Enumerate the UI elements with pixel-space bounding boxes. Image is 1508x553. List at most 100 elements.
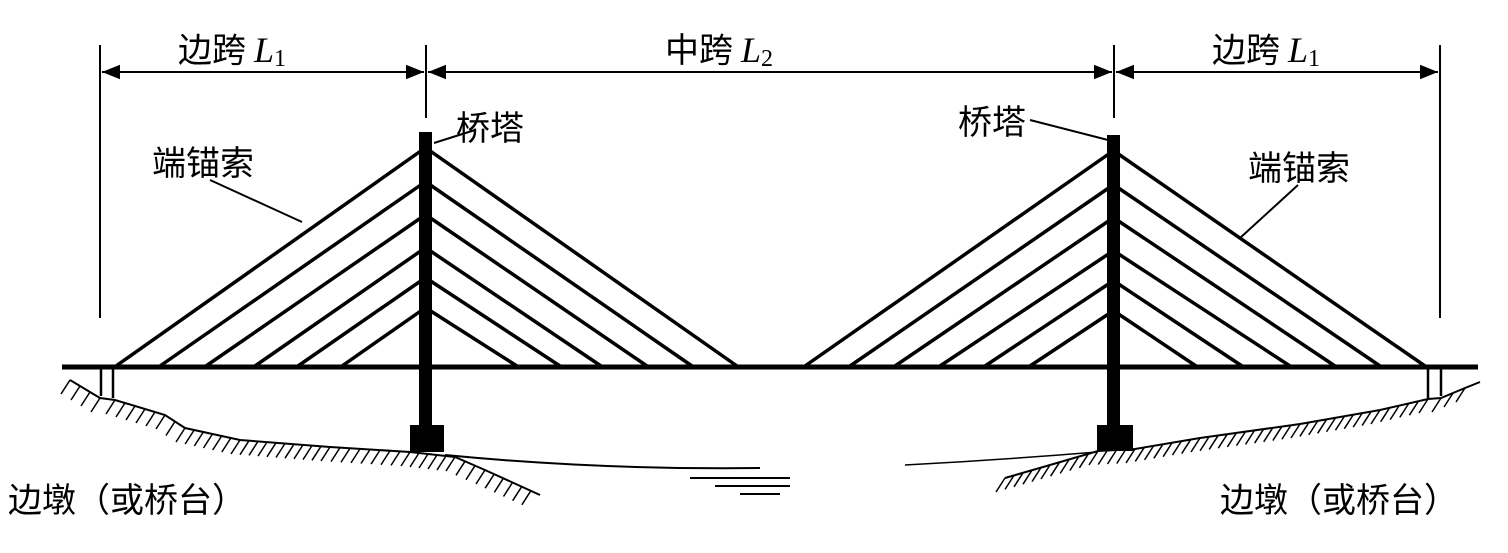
tower-right <box>1097 135 1133 451</box>
anchor-cable-right-label: 端锚索 <box>1248 149 1350 189</box>
hatch-mark <box>1389 405 1400 421</box>
hatch-mark <box>1181 439 1192 454</box>
hatch-mark <box>1334 415 1346 431</box>
stay-cable <box>1113 279 1243 368</box>
stay-cable <box>297 276 426 368</box>
hatch-mark <box>512 486 523 502</box>
stay-cable <box>984 279 1114 368</box>
hatch-mark <box>1317 418 1328 434</box>
stay-cable <box>849 183 1114 368</box>
hatch-mark <box>1013 472 1024 488</box>
hatch-mark <box>135 408 146 424</box>
hatch-mark <box>155 414 166 430</box>
hatch-mark <box>436 455 447 471</box>
stay-cable <box>1113 183 1381 368</box>
stay-cable <box>803 149 1115 368</box>
hatch-mark <box>1162 442 1173 458</box>
stay-cable <box>205 213 426 368</box>
hatch-mark <box>125 405 136 421</box>
hatch-mark <box>1244 429 1256 445</box>
hatch-mark <box>1143 445 1155 461</box>
hatch-mark <box>1352 412 1363 428</box>
hatch-mark <box>1254 428 1265 444</box>
hatch-mark <box>1031 467 1042 483</box>
hatch-mark <box>1399 402 1410 418</box>
stay-cable <box>1113 249 1291 368</box>
hatch-mark <box>1208 435 1219 450</box>
stay-cable <box>425 246 602 368</box>
hatch-mark <box>320 446 331 462</box>
stay-cables <box>114 146 1426 368</box>
hatch-mark <box>465 465 476 481</box>
stay-cable <box>939 249 1114 368</box>
hatch-mark <box>409 452 420 468</box>
stay-cable <box>114 146 427 368</box>
anchor-cable-left-label: 端锚索 <box>152 144 254 184</box>
stay-cable <box>254 246 426 368</box>
abutment-left-label: 边墩（或桥台） <box>8 481 246 521</box>
hatch-mark <box>1134 447 1145 462</box>
hatch-mark <box>275 443 286 458</box>
stay-cable <box>159 180 426 368</box>
stay-cable <box>425 213 648 368</box>
hatch-mark <box>80 391 91 407</box>
dimension-lines <box>99 45 1441 318</box>
stay-cable <box>340 306 427 368</box>
hatch-mark <box>239 440 250 456</box>
hatch-mark <box>1290 423 1301 439</box>
stay-cable <box>425 180 693 368</box>
hatch-mark <box>1078 453 1090 469</box>
hatch-mark <box>1088 450 1099 466</box>
hatch-mark <box>380 450 391 466</box>
hatch-mark <box>1272 426 1283 441</box>
hatch-mark <box>493 477 504 493</box>
hatch-mark <box>418 453 429 469</box>
hatch-mark <box>1190 437 1201 453</box>
hatch-mark <box>1443 392 1454 408</box>
hatch-mark <box>248 440 259 456</box>
stay-cable <box>425 276 561 368</box>
hatch-mark <box>1106 449 1118 465</box>
hatch-mark <box>293 444 304 460</box>
abutment-right-label: 边墩（或桥台） <box>1220 481 1458 521</box>
hatch-mark <box>1059 458 1070 474</box>
hatch-mark <box>1217 433 1228 449</box>
hatch-mark <box>1281 424 1292 440</box>
hatch-mark <box>1040 464 1051 480</box>
hatch-mark <box>1049 461 1061 477</box>
hatch-mark <box>1379 407 1391 423</box>
hatch-mark <box>1308 420 1319 436</box>
hatch-mark <box>521 490 532 506</box>
ground-profile <box>69 379 1481 496</box>
hatch-mark <box>427 454 438 470</box>
hatch-mark <box>1263 427 1274 443</box>
hatch-mark <box>1361 411 1372 426</box>
hatch-mark <box>221 437 232 453</box>
hatch-mark <box>115 402 126 418</box>
hatch-mark <box>60 379 71 395</box>
hatch-mark <box>1153 443 1164 459</box>
hatch-mark <box>1431 397 1442 413</box>
hatch-mark <box>1370 409 1381 425</box>
hatch-mark <box>70 385 81 401</box>
hatch-mark <box>145 411 156 427</box>
hatch-mark <box>390 450 401 466</box>
hatch-mark <box>1069 456 1080 472</box>
ground-hatching <box>60 379 1466 506</box>
abutment-left <box>99 369 115 398</box>
hatch-mark <box>1125 448 1136 464</box>
hatch-mark <box>193 431 204 447</box>
hatch-mark <box>212 435 223 451</box>
hatch-mark <box>475 469 486 485</box>
hatch-mark <box>1116 449 1127 464</box>
stay-cable <box>1113 149 1426 368</box>
hatch-mark <box>1299 422 1310 437</box>
hatch-mark <box>284 443 295 459</box>
tower-left <box>410 132 444 452</box>
stay-cable <box>1113 216 1336 368</box>
hatch-mark <box>105 399 116 415</box>
hatch-mark <box>1022 469 1033 485</box>
